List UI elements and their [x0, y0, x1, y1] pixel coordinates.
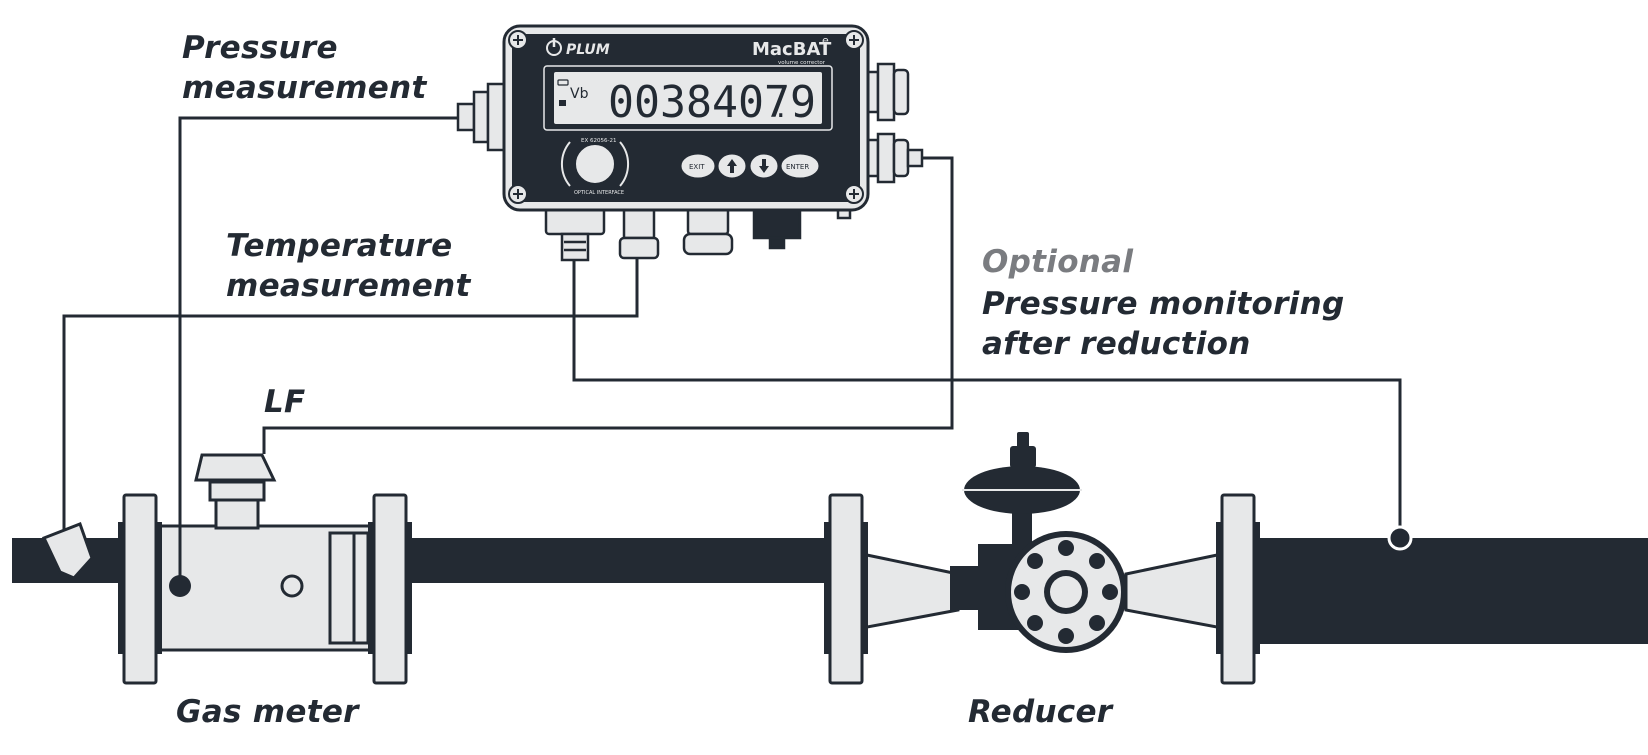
monitoring-cable: [572, 260, 1402, 538]
battery-icon: [557, 79, 569, 86]
device-model: MacBAT: [752, 39, 832, 60]
enter-button[interactable]: [781, 154, 819, 178]
gas-meter: [118, 453, 412, 685]
bottom-connectors: [544, 202, 852, 262]
pipe-outlet: [1258, 538, 1648, 644]
device-model-subtitle: volume corrector: [778, 60, 826, 66]
arrow-up-icon: [727, 159, 737, 173]
lf-cable: [262, 156, 954, 454]
gas-meter-label: Gas meter: [176, 694, 359, 730]
lcd-channel: Vb: [570, 86, 589, 102]
monitoring-label-line1: Pressure monitoring: [982, 286, 1345, 322]
pressure-connector: [456, 82, 508, 152]
gas-meter-flange-left: [122, 493, 158, 685]
optical-label: OPTICAL INTERFACE: [574, 190, 624, 196]
exit-button-label: EXIT: [689, 163, 705, 171]
cert-text: EX 62056-21: [581, 138, 616, 144]
pressure-label-line1: Pressure: [182, 30, 338, 66]
reducer-spring-cap: [1010, 446, 1036, 468]
lock-icon: [559, 100, 566, 106]
temperature-label-line1: Temperature: [226, 228, 453, 264]
pressure-tap: [169, 575, 191, 597]
lcd-decimal: .: [776, 90, 786, 125]
device-model-suffix: e: [822, 34, 829, 47]
reducer-flange-left: [828, 493, 864, 685]
reducer-cone-left: [860, 552, 960, 630]
pressure-cable: [178, 116, 468, 584]
right-gland-top: [864, 62, 910, 122]
lcd-frame: [543, 65, 833, 131]
exit-button[interactable]: [681, 154, 715, 178]
reducer-label: Reducer: [968, 694, 1113, 730]
reducer-flange-right: [1220, 493, 1256, 685]
pressure-label-line2: measurement: [182, 70, 427, 106]
macbat-device: [456, 24, 924, 262]
device-brand: PLUM: [566, 42, 610, 58]
lf-label: LF: [264, 384, 306, 420]
monitoring-label-line2: after reduction: [982, 326, 1251, 362]
gas-meter-port: [280, 574, 304, 598]
monitoring-tap: [1387, 525, 1413, 551]
temperature-label-line2: measurement: [226, 268, 471, 304]
gas-meter-collar: [328, 531, 370, 645]
lf-sensor-head: [194, 453, 277, 482]
optical-interface: [574, 143, 616, 185]
signal-cables: [62, 116, 1402, 584]
temperature-probe: [41, 522, 94, 580]
right-gland-bottom: [864, 132, 924, 184]
pipeline: [12, 538, 1648, 644]
enter-button-label: ENTER: [786, 163, 809, 171]
gas-meter-flange-right: [372, 493, 408, 685]
arrow-down-icon: [759, 159, 769, 173]
lcd-display: [554, 72, 822, 124]
gas-meter-neck: [214, 496, 260, 530]
lcd-value: 00384079: [608, 77, 816, 128]
pipe-middle: [412, 538, 824, 583]
temperature-cable: [62, 256, 639, 530]
reducer-cone-right: [1124, 552, 1224, 630]
reducer: [824, 432, 1260, 685]
optional-label: Optional: [982, 244, 1134, 280]
